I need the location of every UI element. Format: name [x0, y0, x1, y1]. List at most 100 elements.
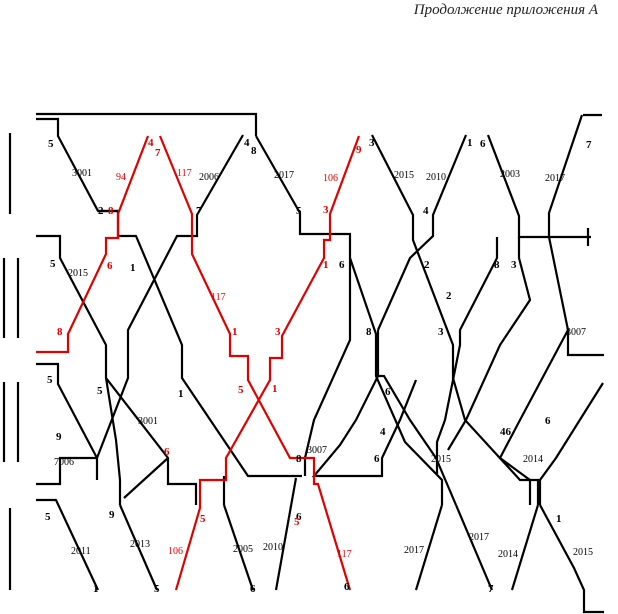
red-wire	[174, 135, 361, 591]
wire-label: 8	[296, 453, 302, 465]
wire-label: 2006	[199, 172, 219, 183]
wire-label: 7	[586, 139, 592, 151]
wire-label: 2010	[263, 542, 283, 553]
wire	[376, 134, 468, 331]
wire-label: 3	[438, 326, 444, 338]
red-wire-label: 6	[107, 260, 113, 272]
wire-label: 6	[296, 511, 302, 523]
wire-label: 4	[423, 205, 429, 217]
wire-label: 7006	[54, 457, 74, 468]
wire-label: 9	[56, 431, 62, 443]
wire-label: 2014	[523, 454, 543, 465]
red-wire	[158, 135, 352, 591]
wire-label: 2017	[404, 545, 424, 556]
wire-label: 2	[446, 290, 452, 302]
wire	[371, 134, 540, 505]
wire-label: 5	[50, 258, 56, 270]
wire	[486, 134, 591, 239]
wire	[435, 237, 499, 474]
wire-label: 8	[494, 259, 500, 271]
wire-label: 3001	[72, 168, 92, 179]
wire	[36, 134, 244, 486]
page-header-caption: Продолжение приложения А	[413, 2, 598, 18]
wire-label: 2015	[431, 454, 451, 465]
wire-label: 6	[545, 415, 551, 427]
wire-label: 5	[97, 385, 103, 397]
wire	[510, 504, 540, 591]
wire-label: 2003	[500, 169, 520, 180]
wire	[104, 377, 122, 505]
wire	[539, 504, 604, 614]
wire-label: 6	[250, 583, 256, 595]
red-wire-label: 1	[232, 326, 238, 338]
wire	[414, 504, 444, 591]
wire-label: 5	[296, 205, 302, 217]
wire-label: 4	[244, 137, 250, 149]
wire-label: 3	[369, 137, 375, 149]
wire	[376, 330, 458, 506]
red-wire-label: 3	[275, 326, 281, 338]
wire-label: 9	[109, 509, 115, 521]
wire-label: 2015	[573, 547, 593, 558]
red-wire-label: 117	[337, 549, 352, 560]
wire-label: 2017	[274, 170, 294, 181]
wire-label: 3007	[566, 327, 586, 338]
wire	[255, 135, 444, 505]
red-wire-label: 106	[323, 173, 338, 184]
wire	[447, 237, 532, 451]
wire-label: 2017	[545, 173, 565, 184]
wire	[118, 504, 159, 591]
red-wire-label: 117	[177, 168, 192, 179]
red-wire-label: 1	[272, 383, 278, 395]
wire-label: 1	[467, 137, 473, 149]
wire-label: 46	[500, 426, 512, 438]
red-wire-label: 7	[155, 147, 161, 159]
wire-label: 6	[344, 581, 350, 593]
wire	[498, 329, 569, 505]
wire	[303, 258, 352, 476]
wire-label: 5	[47, 374, 53, 386]
wire	[547, 114, 604, 357]
wire-label: 5	[48, 138, 54, 150]
red-wire-label: 1	[323, 259, 329, 271]
wire-label: 3001	[138, 416, 158, 427]
red-wire-label: 8	[108, 205, 114, 217]
red-wire-label: 6	[164, 446, 170, 458]
wire-label: 8	[251, 145, 257, 157]
wire	[538, 382, 604, 505]
red-wire-label: 106	[168, 546, 183, 557]
wire-label: 5	[154, 583, 160, 595]
wire-label: 4	[380, 426, 386, 438]
wire	[123, 457, 169, 499]
red-wire-label: 4	[148, 137, 154, 149]
wire-label: 8	[366, 326, 372, 338]
wire	[311, 375, 418, 478]
red-wire-label: 5	[238, 384, 244, 396]
wire-label: 2005	[233, 544, 253, 555]
wire-label: 2014	[498, 549, 518, 560]
wire-label: 6	[385, 386, 391, 398]
wire-label: 1	[178, 388, 184, 400]
wire	[222, 504, 255, 591]
wire-label: 7	[196, 205, 202, 217]
wire-label: 3	[511, 259, 517, 271]
wire-label: 7	[488, 583, 494, 595]
wire-label: 6	[339, 259, 345, 271]
red-wire-label: 94	[116, 172, 126, 183]
wire-label: 1	[93, 583, 99, 595]
wire-label: 1	[130, 262, 136, 274]
red-wire-label: 9	[356, 144, 362, 156]
wire-label: 5	[45, 511, 51, 523]
wire-label: 3007	[307, 445, 327, 456]
wire	[454, 504, 494, 591]
red-wire-label: 5	[294, 516, 300, 528]
red-wire-label: 5	[200, 513, 206, 525]
wire-label: 1	[556, 513, 562, 525]
red-wire-label: 3	[323, 204, 329, 216]
wire	[36, 498, 99, 591]
wire	[274, 477, 298, 591]
wire-label: 2	[98, 205, 104, 217]
red-wire-label: 117	[211, 292, 226, 303]
red-wire	[36, 135, 150, 354]
